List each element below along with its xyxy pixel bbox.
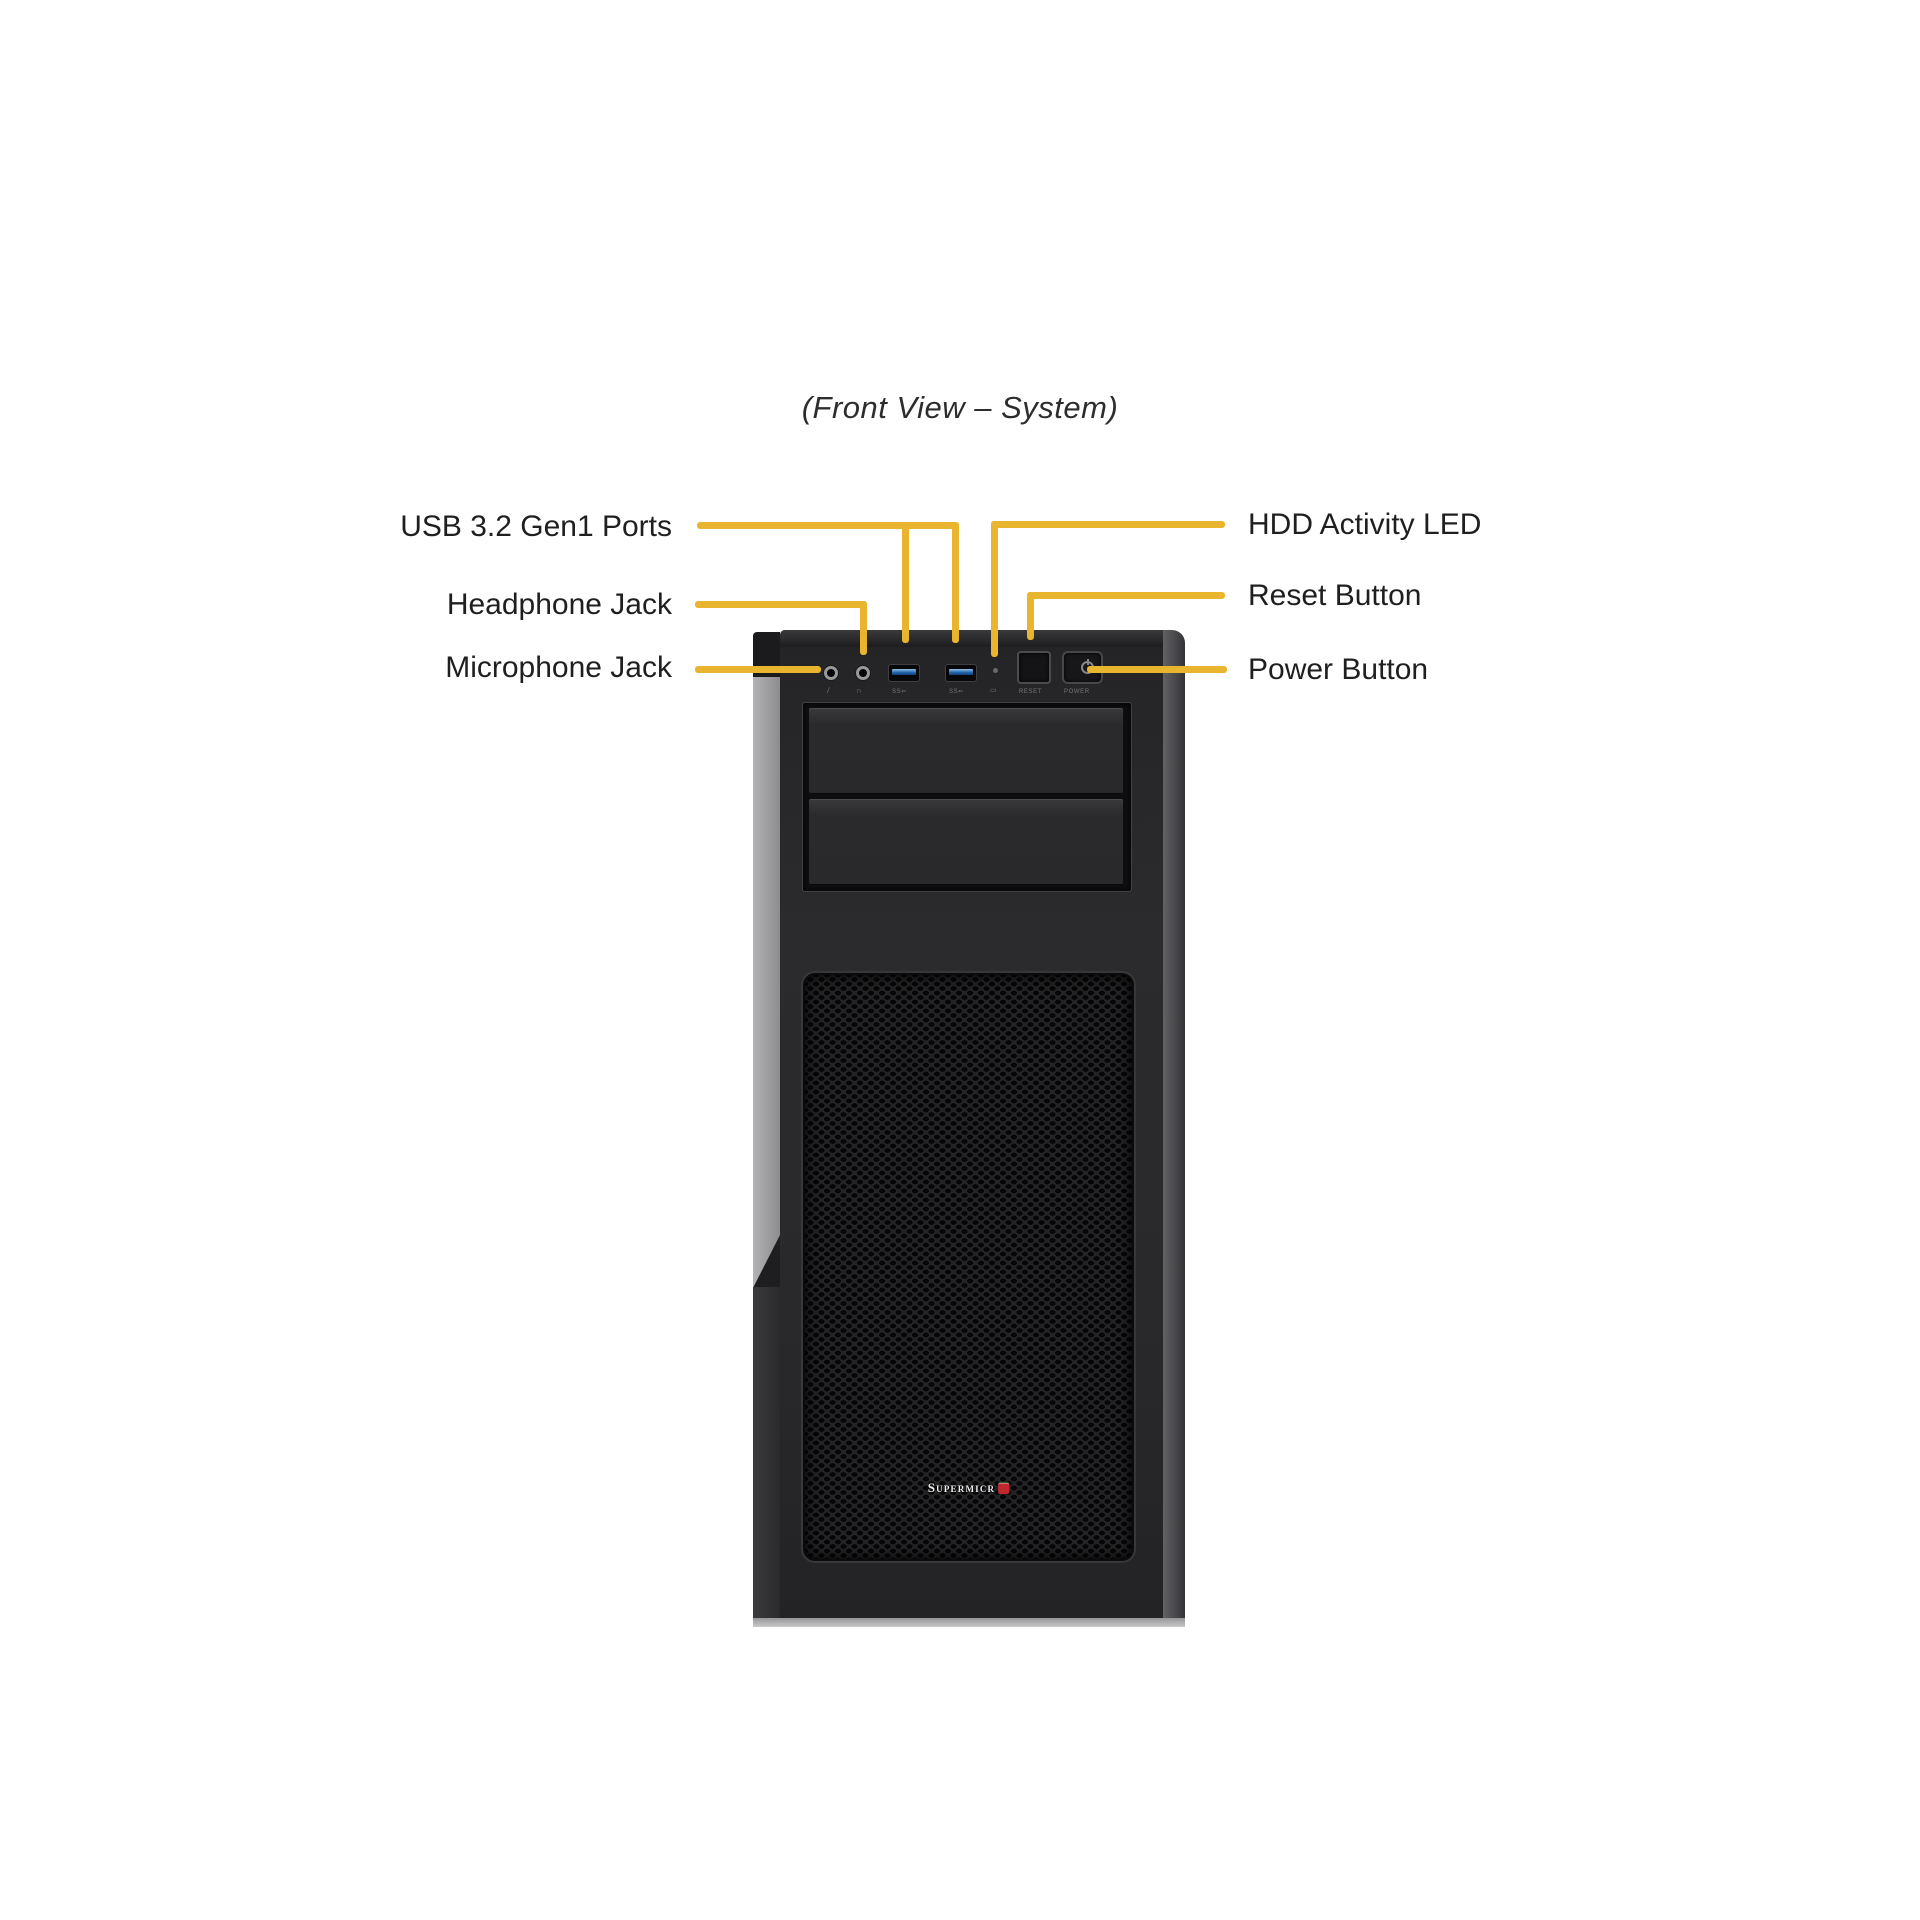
callout-line-reset-vertical	[1027, 592, 1034, 640]
drive-bay-area	[802, 702, 1132, 892]
hdd-activity-led	[993, 668, 998, 673]
usb-ss-icon: SS⇐	[892, 689, 907, 695]
callout-line-headphone-horizontal	[695, 601, 867, 608]
bezel-right-edge	[1163, 630, 1185, 1618]
microphone-jack-port	[824, 666, 838, 680]
headphone-icon: ∩	[856, 686, 863, 695]
reset-button	[1017, 651, 1051, 684]
tower-chassis-front: / ∩ SS⇐ SS⇐ ▭ RESET POWER Supermicr	[753, 630, 1185, 1618]
callout-line-usb-horizontal	[697, 522, 959, 529]
supermicro-logo: Supermicr	[928, 1480, 1010, 1496]
label-microphone-jack: Microphone Jack	[445, 651, 672, 684]
hdd-icon: ▭	[990, 687, 998, 694]
front-mesh-grille: Supermicr	[803, 973, 1134, 1561]
drive-bay-cover-2	[809, 799, 1123, 885]
left-edge-silver-trim	[753, 677, 780, 1287]
drive-bay-cover-1	[809, 708, 1123, 794]
callout-line-usb-port2-vertical	[952, 522, 959, 643]
label-power-button: Power Button	[1248, 653, 1429, 686]
bezel-top-edge	[780, 630, 1163, 647]
power-silkscreen-label: POWER	[1064, 689, 1090, 695]
callout-line-hdd-vertical	[991, 521, 998, 657]
usb-port-1	[888, 664, 920, 682]
headphone-jack-port	[856, 666, 870, 680]
supermicro-logo-text: Supermicr	[927, 1480, 996, 1495]
figure-title: (Front View – System)	[801, 390, 1119, 425]
usb-port-1-tongue	[892, 669, 916, 675]
usb-port-2	[945, 664, 977, 682]
usb-port-2-tongue	[949, 669, 973, 675]
bezel-left-edge	[753, 630, 780, 1618]
label-headphone-jack: Headphone Jack	[446, 588, 672, 621]
callout-line-power	[1087, 666, 1227, 673]
callout-line-microphone	[695, 666, 821, 673]
callout-line-reset-horizontal	[1027, 592, 1225, 599]
chassis-base	[753, 1618, 1185, 1627]
usb-ss-icon: SS⇐	[949, 689, 964, 695]
left-edge-lower	[753, 1287, 780, 1618]
reset-silkscreen-label: RESET	[1019, 689, 1043, 695]
supermicro-logo-mark-icon	[998, 1482, 1010, 1494]
callout-line-headphone-vertical	[860, 601, 867, 655]
callout-line-hdd-horizontal	[991, 521, 1225, 528]
label-hdd-activity-led: HDD Activity LED	[1248, 508, 1482, 541]
callout-line-usb-port1-vertical	[902, 522, 909, 643]
label-usb-ports: USB 3.2 Gen1 Ports	[400, 510, 672, 543]
label-reset-button: Reset Button	[1248, 579, 1422, 612]
